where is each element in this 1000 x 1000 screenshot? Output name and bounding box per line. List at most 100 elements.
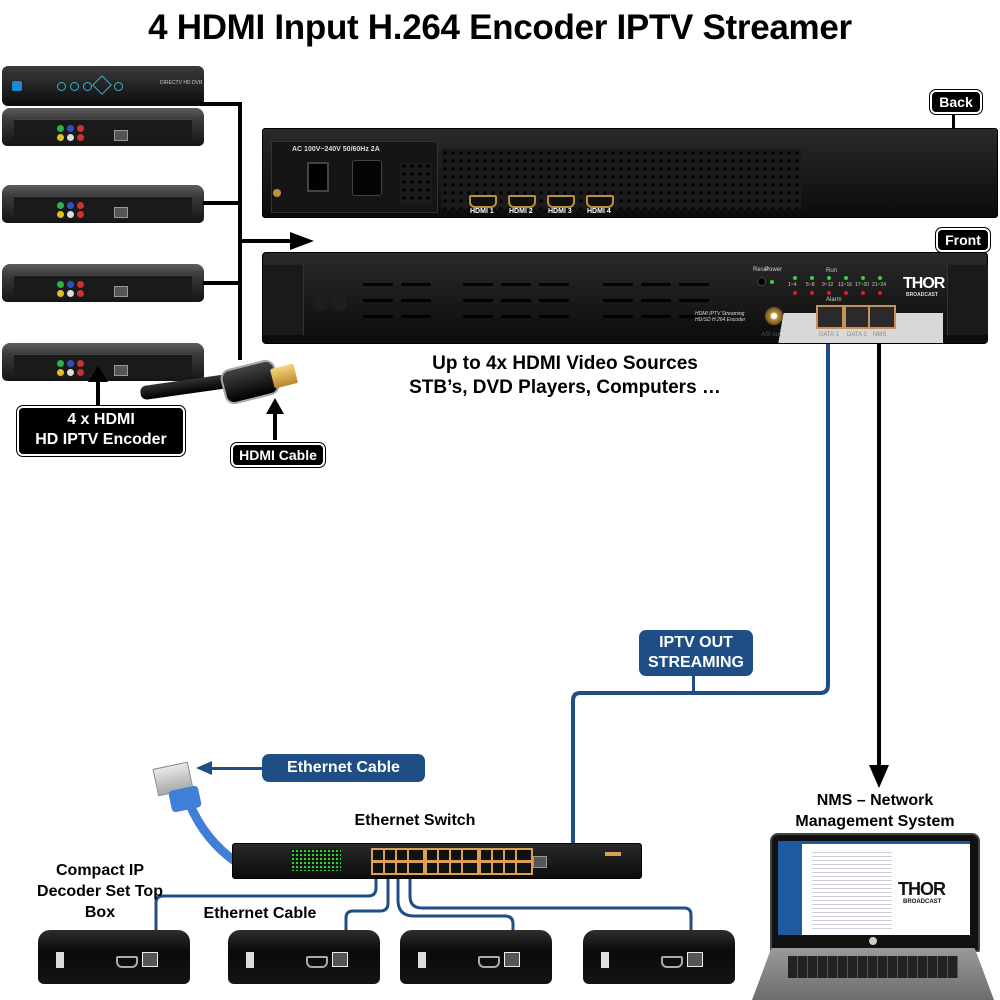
- laptop-keyboard: [788, 956, 958, 978]
- up-arrow-icon: [266, 398, 284, 414]
- port-label: DATA 2: [847, 332, 867, 338]
- source-stb-3: [2, 264, 204, 302]
- component-port-icon: [77, 125, 84, 132]
- directv-logo-icon: [12, 81, 22, 91]
- back-tag: Back: [930, 90, 982, 114]
- data1-port: [816, 305, 844, 329]
- ethernet-port-icon: [114, 207, 128, 218]
- nms-port: [868, 305, 896, 329]
- decoder-stb-1: [38, 930, 190, 984]
- power-label: Power: [765, 267, 783, 273]
- encoder-tag-line2: HD IPTV Encoder: [35, 431, 167, 448]
- component-port-icon: [67, 125, 74, 132]
- hdmi-port-1: [469, 195, 497, 208]
- switch-badge: [605, 852, 621, 856]
- source-connector-line: [200, 102, 240, 106]
- encoder-tag: 4 x HDMI HD IPTV Encoder: [17, 406, 185, 456]
- reset-label: Reset: [753, 267, 769, 273]
- decoder-stb-3: [400, 930, 552, 984]
- channel-group-label: 13~16: [838, 282, 853, 288]
- switch-label: Ethernet Switch: [354, 812, 476, 829]
- hp-logo-icon: [869, 937, 877, 945]
- laptop-screen: THOR BROADCAST: [770, 833, 980, 952]
- hdmi-port-label: HDMI 3: [548, 208, 572, 215]
- button-icon: [114, 82, 123, 91]
- to-encoder-line: [240, 239, 292, 243]
- ethernet-cable-label: Ethernet Cable: [203, 905, 317, 922]
- diagram-title: 4 HDMI Input H.264 Encoder IPTV Streamer: [148, 8, 852, 47]
- nms-cable-line: [877, 303, 881, 768]
- source-connector-line: [203, 201, 240, 205]
- source-stb-4: [2, 343, 204, 381]
- channel-group-label: 9~12: [822, 282, 834, 288]
- encoder-tag-line1: 4 x HDMI: [67, 411, 135, 428]
- sources-caption-line2: STB’s, DVD Players, Computers …: [409, 377, 721, 398]
- sources-caption: Up to 4x HDMI Video Sources STB’s, DVD P…: [370, 352, 760, 400]
- source-stb-2: [2, 185, 204, 223]
- laptop-thor-logo: THOR: [898, 879, 946, 899]
- ethernet-switch: [232, 843, 642, 879]
- console-port-icon: [533, 856, 547, 868]
- front-knob-icon: [331, 295, 347, 311]
- nms-settings-form: [812, 849, 892, 931]
- alarm-label: Alarm: [826, 297, 842, 303]
- laptop-thor-sub: BROADCAST: [903, 899, 942, 905]
- component-port-icon: [57, 125, 64, 132]
- iptv-out-line2: STREAMING: [648, 654, 744, 671]
- decoder-label: Compact IP Decoder Set Top Box: [37, 862, 163, 921]
- source-bus-line: [238, 102, 242, 360]
- switch-led-array: [291, 849, 341, 871]
- button-icon: [70, 82, 79, 91]
- hdmi-plug-connector-icon: [269, 363, 299, 389]
- source-connector-line: [203, 281, 240, 285]
- hdmi-port-3: [547, 195, 575, 208]
- sources-caption-line1: Up to 4x HDMI Video Sources: [432, 353, 698, 374]
- run-label: Run: [826, 268, 838, 274]
- button-icon: [57, 82, 66, 91]
- port-label: DATA 1: [819, 332, 839, 338]
- hdmi-cable-tag: HDMI Cable: [231, 443, 325, 467]
- power-led: [770, 280, 774, 284]
- ethernet-port-icon: [142, 952, 158, 967]
- front-knob-icon: [313, 295, 329, 311]
- hdmi-port-2: [508, 195, 536, 208]
- hdmi-plug-body: [218, 357, 282, 407]
- ethernet-port-icon: [114, 365, 128, 376]
- hdmi-port-label: HDMI 4: [587, 208, 611, 215]
- nms-app-window: THOR BROADCAST: [778, 841, 970, 935]
- ground-terminal-icon: [273, 189, 281, 197]
- ethernet-port-icon: [114, 286, 128, 297]
- iptv-out-line1: IPTV OUT: [659, 634, 733, 651]
- hdmi-port-label: HDMI 2: [509, 208, 533, 215]
- reset-button[interactable]: [757, 277, 766, 286]
- data2-port: [844, 305, 872, 329]
- vent-grille: [400, 162, 432, 204]
- power-switch[interactable]: [307, 162, 329, 192]
- power-rating-label: AC 100V~240V 50/60Hz 2A: [292, 146, 380, 153]
- button-icon: [83, 82, 92, 91]
- audio-port-icon: [67, 134, 74, 141]
- ethernet-port-icon: [687, 952, 703, 967]
- down-arrow-icon: [869, 765, 889, 788]
- to-encoder-arrow-icon: [290, 232, 314, 250]
- ethernet-cable-tag: Ethernet Cable: [262, 754, 425, 782]
- asi-out-label: ASI out: [761, 332, 781, 338]
- power-section: AC 100V~240V 50/60Hz 2A: [271, 141, 438, 213]
- thor-logo: THOR: [903, 275, 945, 292]
- source-stb-front-view: DIRECTV HD DVR: [2, 66, 204, 106]
- device-model-label: DIRECTV HD DVR: [160, 80, 203, 86]
- decoder-stb-4: [583, 930, 735, 984]
- hdmi-port-4: [586, 195, 614, 208]
- encoder-back-panel: AC 100V~240V 50/60Hz 2A HDMI 1 HDMI 2 HD…: [262, 128, 998, 218]
- composite-port-icon: [57, 134, 64, 141]
- ethernet-port-icon: [114, 130, 128, 141]
- nms-sidebar: [778, 844, 802, 935]
- thor-logo-sub: BROADCAST: [906, 292, 938, 298]
- nms-label: NMS – Network Management System: [795, 792, 955, 830]
- asi-out-connector-icon: [765, 307, 783, 325]
- decoder-stb-2: [228, 930, 380, 984]
- source-stb-1: [2, 108, 204, 146]
- laptop-keyboard-deck: [752, 948, 994, 1000]
- dpad-icon: [92, 75, 112, 95]
- power-inlet-icon: [352, 160, 382, 196]
